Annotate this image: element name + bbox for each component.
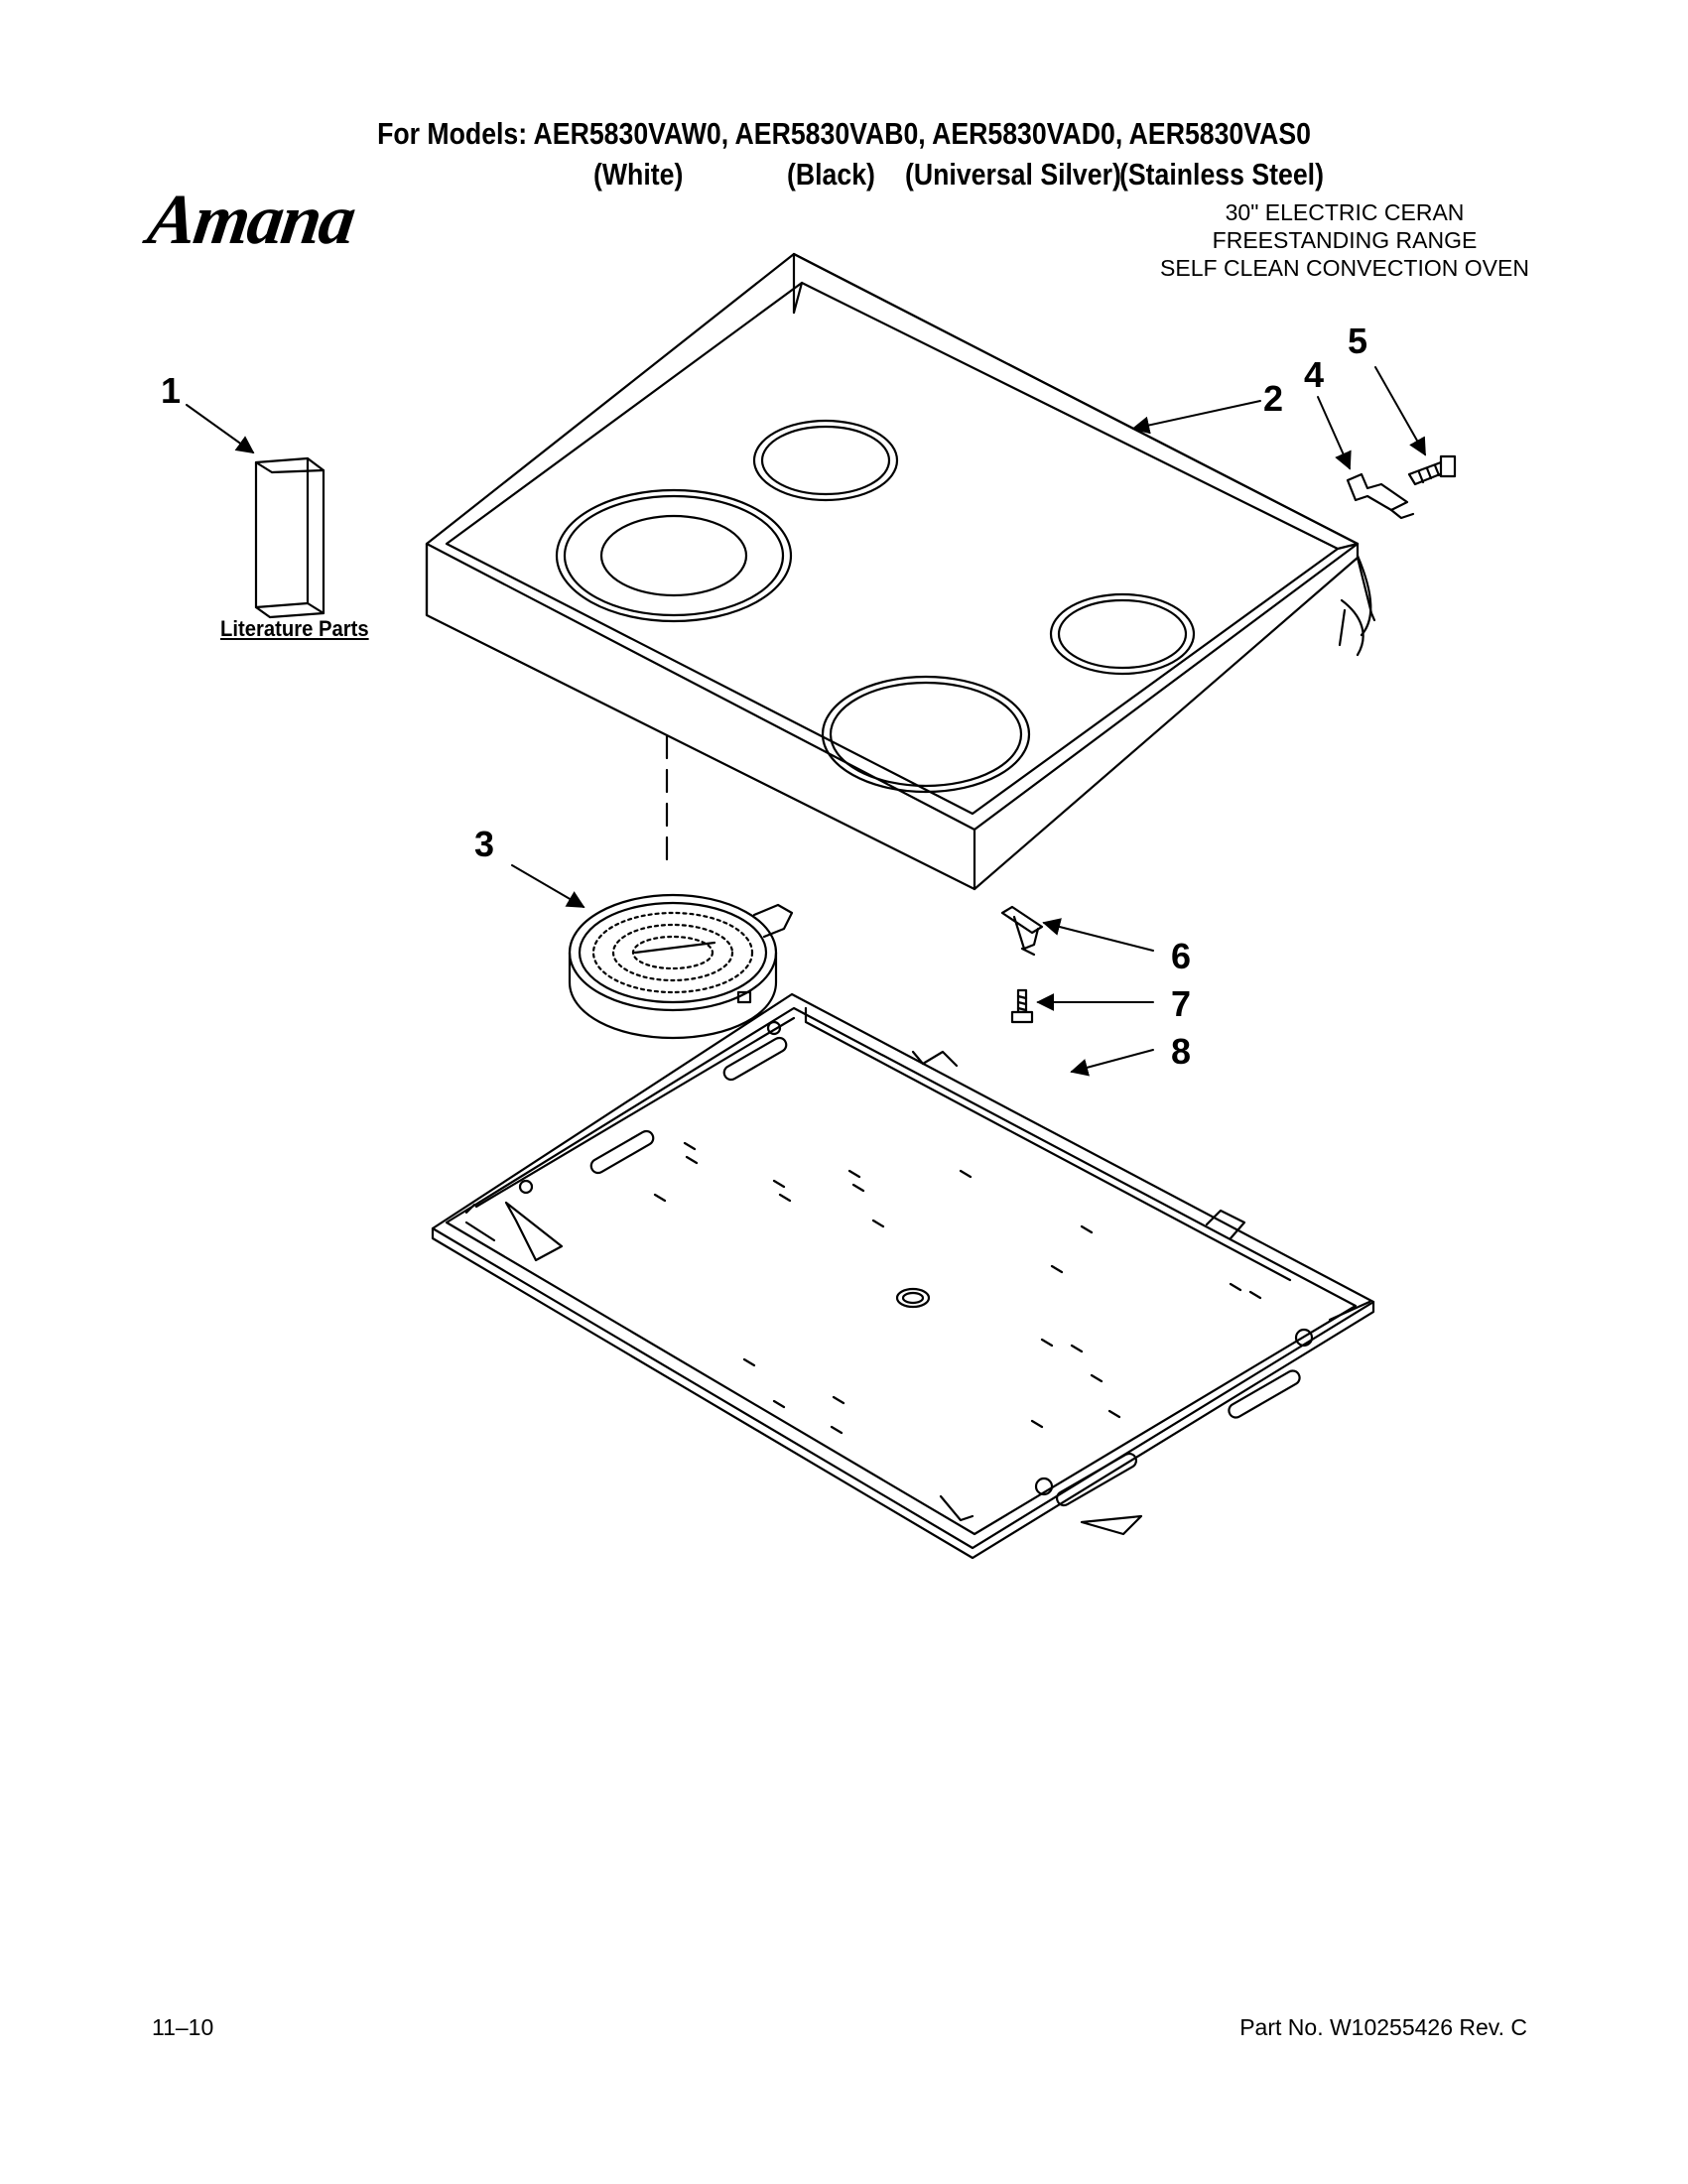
date-code: 11–10 (152, 2014, 214, 2040)
cooktop-main-top (425, 252, 1376, 891)
callout-8: 8 (1171, 1031, 1191, 1072)
callout-2: 2 (1263, 378, 1283, 419)
callout-3: 3 (474, 824, 494, 864)
description-line-2: FREESTANDING RANGE (1212, 227, 1478, 253)
radiant-surface-element (568, 893, 794, 1040)
bracket-part-4 (1346, 472, 1415, 520)
callout-7: 7 (1171, 983, 1191, 1024)
leader-arrows (186, 366, 1426, 1077)
clip-part-6 (1000, 905, 1044, 957)
literature-parts-label: Literature Parts (220, 616, 369, 641)
screw-part-7 (1010, 988, 1034, 1024)
models-line: For Models: AER5830VAW0, AER5830VAB0, AE… (377, 116, 1311, 151)
callout-4: 4 (1304, 354, 1324, 395)
callout-1: 1 (161, 370, 181, 411)
literature-booklet (254, 456, 325, 619)
variant-black: (Black) (787, 157, 875, 192)
description-line-1: 30" ELECTRIC CERAN (1225, 199, 1465, 225)
screw-part-5 (1407, 454, 1457, 486)
description-line-3: SELF CLEAN CONVECTION OVEN (1160, 255, 1529, 281)
burner-box-base-pan (431, 992, 1375, 1560)
variant-universal-silver: (Universal Silver) (905, 157, 1121, 192)
callout-6: 6 (1171, 936, 1191, 976)
part-number: Part No. W10255426 Rev. C (1239, 2014, 1527, 2040)
callout-5: 5 (1348, 321, 1367, 361)
variant-stainless-steel: (Stainless Steel) (1119, 157, 1324, 192)
variant-white: (White) (593, 157, 684, 192)
